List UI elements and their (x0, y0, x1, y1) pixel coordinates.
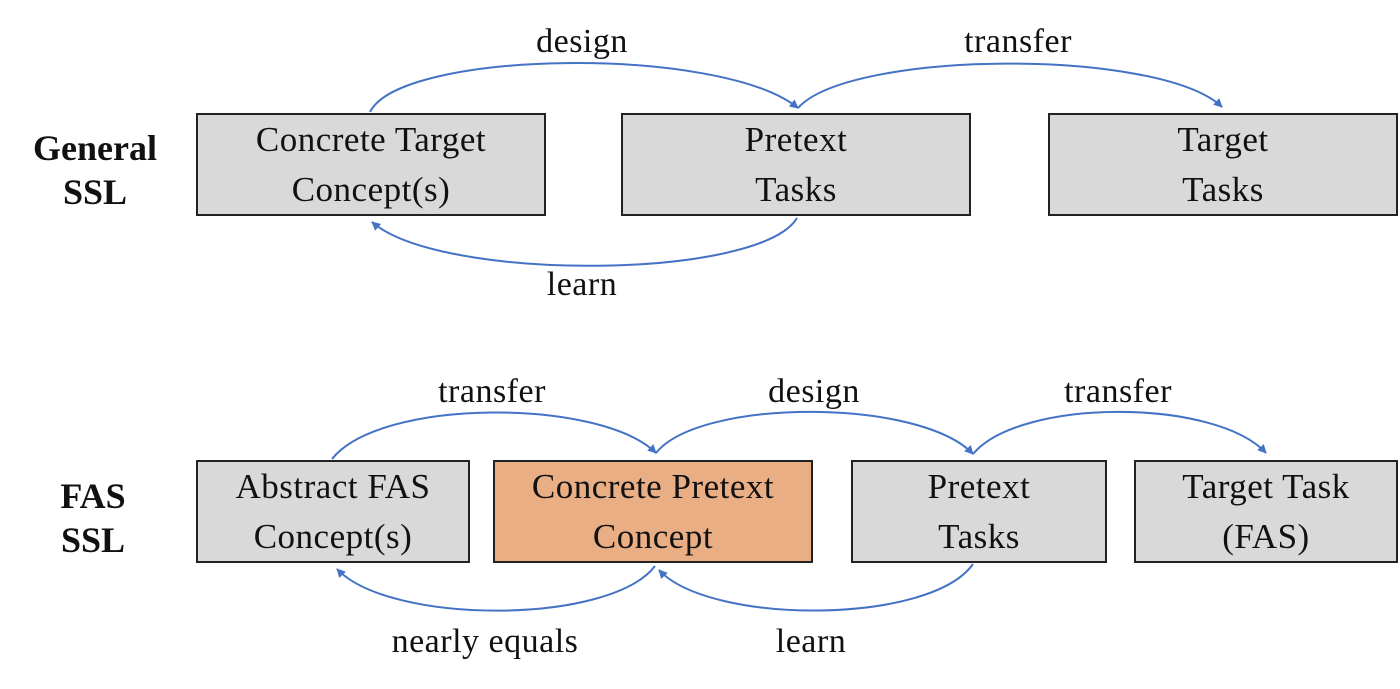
box-target-task-fas: Target Task (FAS) (1134, 460, 1398, 563)
box-general-pretext-tasks: Pretext Tasks (621, 113, 971, 216)
edge-label-general-learn: learn (546, 266, 618, 303)
edge-label-general-transfer: transfer (964, 23, 1072, 60)
fas-ssl-label-line2: SSL (60, 520, 126, 560)
box-concrete-target-concepts: Concrete Target Concept(s) (196, 113, 546, 216)
box-abstract-fas-concepts: Abstract FAS Concept(s) (196, 460, 470, 563)
box-general-pretext-tasks-line2: Tasks (755, 169, 837, 209)
general-ssl-label-line2: SSL (62, 172, 128, 212)
arrow-fas-learn (658, 563, 974, 612)
arrow-general-transfer (797, 62, 1223, 109)
edge-label-fas-learn: learn (775, 623, 847, 660)
general-ssl-label: General SSL (10, 126, 180, 214)
general-ssl-label-line1: General (33, 128, 157, 168)
box-concrete-pretext-concept: Concrete Pretext Concept (493, 460, 813, 563)
edge-label-fas-design: design (768, 373, 860, 410)
box-concrete-target-concepts-line1: Concrete Target (255, 119, 487, 159)
box-general-target-tasks-line1: Target (1177, 119, 1269, 159)
arrow-general-design (369, 62, 799, 113)
edge-label-general-design: design (536, 23, 628, 60)
arrow-fas-transfer-right (972, 410, 1267, 455)
fas-ssl-label-line1: FAS (60, 476, 126, 516)
edge-label-fas-nearly-equals: nearly equals (391, 623, 579, 660)
arrow-fas-transfer-left (331, 411, 657, 460)
edge-label-fas-transfer-right: transfer (1064, 373, 1172, 410)
box-concrete-target-concepts-line2: Concept(s) (291, 169, 451, 209)
box-target-task-fas-line1: Target Task (1182, 466, 1350, 506)
box-concrete-pretext-concept-line1: Concrete Pretext (531, 466, 775, 506)
box-general-target-tasks: Target Tasks (1048, 113, 1398, 216)
box-fas-pretext-tasks-line1: Pretext (927, 466, 1031, 506)
box-general-pretext-tasks-line1: Pretext (744, 119, 848, 159)
arrow-fas-design (655, 410, 974, 455)
box-abstract-fas-concepts-line1: Abstract FAS (235, 466, 431, 506)
box-general-target-tasks-line2: Tasks (1182, 169, 1264, 209)
box-target-task-fas-line2: (FAS) (1222, 516, 1310, 556)
box-fas-pretext-tasks-line2: Tasks (938, 516, 1020, 556)
arrow-general-learn (371, 217, 798, 267)
fas-ssl-label: FAS SSL (8, 474, 178, 562)
box-fas-pretext-tasks: Pretext Tasks (851, 460, 1107, 563)
arrow-fas-nearly-equals (336, 565, 656, 612)
edge-label-fas-transfer-left: transfer (438, 373, 546, 410)
box-concrete-pretext-concept-line2: Concept (592, 516, 714, 556)
box-abstract-fas-concepts-line2: Concept(s) (253, 516, 413, 556)
